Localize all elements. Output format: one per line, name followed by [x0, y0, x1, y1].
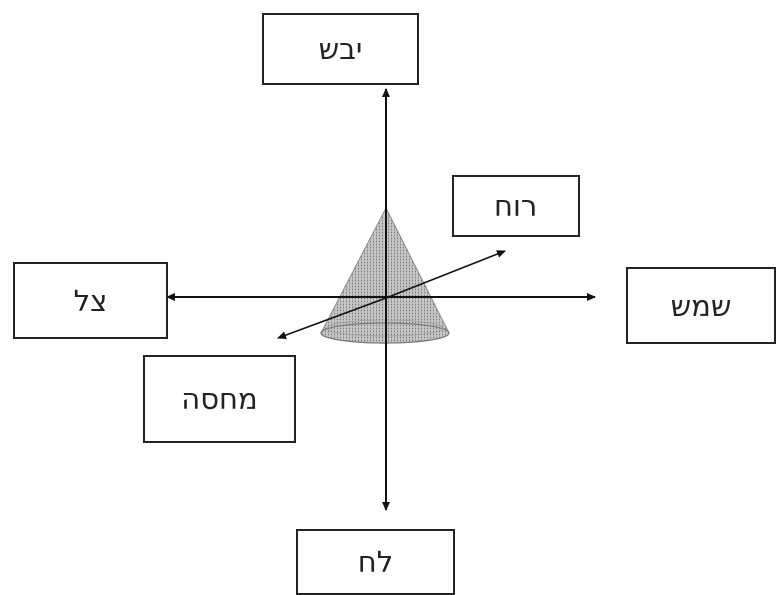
- label-box-dry: יבש: [262, 13, 419, 85]
- label-box-moist: לח: [296, 529, 455, 595]
- arrow-wind: [385, 250, 506, 299]
- label-shelter: מחסה: [181, 382, 258, 416]
- label-moist: לח: [357, 545, 394, 579]
- label-box-wind: רוח: [452, 175, 580, 237]
- label-box-shelter: מחסה: [143, 355, 296, 443]
- label-dry: יבש: [318, 32, 363, 66]
- label-shade: צל: [73, 283, 108, 318]
- label-sun: שמש: [670, 288, 732, 323]
- label-box-sun: שמש: [626, 267, 776, 344]
- label-box-shade: צל: [13, 262, 168, 339]
- arrow-shelter: [277, 297, 387, 339]
- label-wind: רוח: [494, 189, 538, 223]
